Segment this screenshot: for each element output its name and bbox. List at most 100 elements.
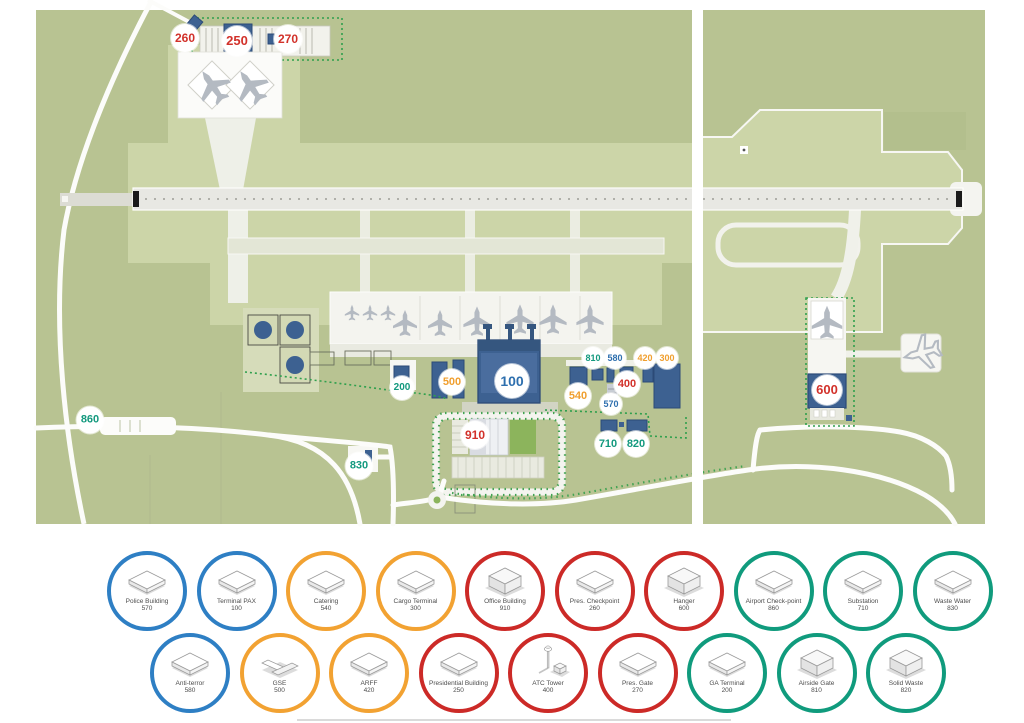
legend-item-code: 300	[410, 605, 421, 613]
slab-building-icon	[392, 562, 440, 598]
legend-item-code: 820	[900, 687, 912, 695]
legend-item-code: 200	[721, 687, 733, 695]
legend-item-name: ATC Tower	[532, 680, 564, 687]
slab-building-icon	[166, 644, 214, 680]
fuel-farm	[247, 314, 311, 384]
solid-waste-820-building	[626, 419, 648, 432]
roundabout	[428, 491, 446, 509]
legend-item-code: 860	[768, 605, 779, 613]
legend-item-code: 830	[947, 605, 958, 613]
legend-item-code: 910	[499, 605, 511, 613]
runway	[60, 182, 982, 216]
waste-water-830	[348, 446, 378, 472]
slab-building-icon	[345, 644, 393, 680]
legend-item-code: 570	[141, 605, 153, 613]
slab-building-icon	[302, 562, 350, 598]
legend-item-code: 540	[320, 605, 332, 613]
perimeter-roads	[57, 0, 194, 525]
slab-building-icon	[929, 562, 977, 598]
legend-item-code: 420	[363, 687, 375, 695]
slab-building-icon	[839, 562, 887, 598]
box-building-icon	[793, 644, 841, 680]
legend-item-name: Cargo Terminal	[393, 598, 438, 605]
legend-item-name: Hanger	[673, 598, 695, 605]
main-apron	[329, 291, 613, 357]
legend-item-code: 270	[632, 687, 643, 695]
parcel-lines	[149, 392, 222, 524]
slab-building-icon	[571, 562, 619, 598]
legend-item-name: Office Building	[484, 598, 526, 605]
checkpoint-860	[100, 417, 176, 435]
legend-item-name: GA Terminal	[709, 680, 745, 687]
substation-710-building	[600, 419, 618, 432]
legend-item-name: Airport Check-point	[745, 598, 802, 605]
slab-building-icon	[435, 644, 483, 680]
legend-item-name: Catering	[313, 598, 339, 605]
security-fences	[244, 297, 855, 439]
legend-item-code: 500	[274, 687, 285, 695]
legend-item-name: ARFF	[360, 680, 378, 687]
tree-row	[451, 464, 747, 500]
legend-item-code: 580	[184, 687, 196, 695]
legend-item-code: 250	[453, 687, 464, 695]
slab-building-icon	[703, 644, 751, 680]
legend-item-name: Anti-terror	[175, 680, 205, 687]
site-plan-svg	[36, 0, 985, 526]
hangar-600-zone	[740, 146, 946, 421]
legend-item-name: Presidential Building	[429, 680, 488, 687]
legend-item-name: Terminal PAX	[217, 598, 256, 605]
ga-terminal-200	[390, 360, 416, 390]
slab-building-icon	[614, 644, 662, 680]
slab-building-icon	[123, 562, 171, 598]
box-building-icon	[481, 562, 529, 598]
box-building-icon	[660, 562, 708, 598]
hangar-600-building	[807, 373, 847, 409]
legend-item-name: GSE	[272, 680, 287, 687]
presidential-complex	[177, 14, 343, 119]
legend-item-code: 810	[811, 687, 822, 695]
legend-item-name: Substation	[847, 598, 879, 605]
legend-item-name: Solid Waste	[888, 680, 924, 687]
legend-item-code: 100	[231, 605, 242, 613]
legend-item-name: Waste Water	[933, 598, 972, 605]
legend-item-name: Pres. Checkpoint	[569, 598, 620, 605]
tower-building-icon	[524, 644, 572, 680]
legend-item-code: 600	[678, 605, 690, 613]
legend-item-name: Airside Gate	[798, 680, 835, 687]
pres-gate-270-building	[267, 33, 279, 45]
slab-building-icon	[750, 562, 798, 598]
legend-item-code: 260	[589, 605, 600, 613]
cropped-row-edge	[297, 719, 731, 721]
legend-item-code: 400	[542, 687, 554, 695]
box-building-icon	[882, 644, 930, 680]
cross-building-icon	[256, 644, 304, 680]
cargo-terminal-300-building	[653, 363, 681, 409]
panel-divider	[692, 8, 703, 526]
legend-item-name: Pres. Gate	[621, 680, 654, 687]
legend-item-code: 710	[857, 605, 869, 613]
slab-building-icon	[213, 562, 261, 598]
gse-stands	[309, 350, 392, 366]
taxiways	[205, 118, 903, 358]
